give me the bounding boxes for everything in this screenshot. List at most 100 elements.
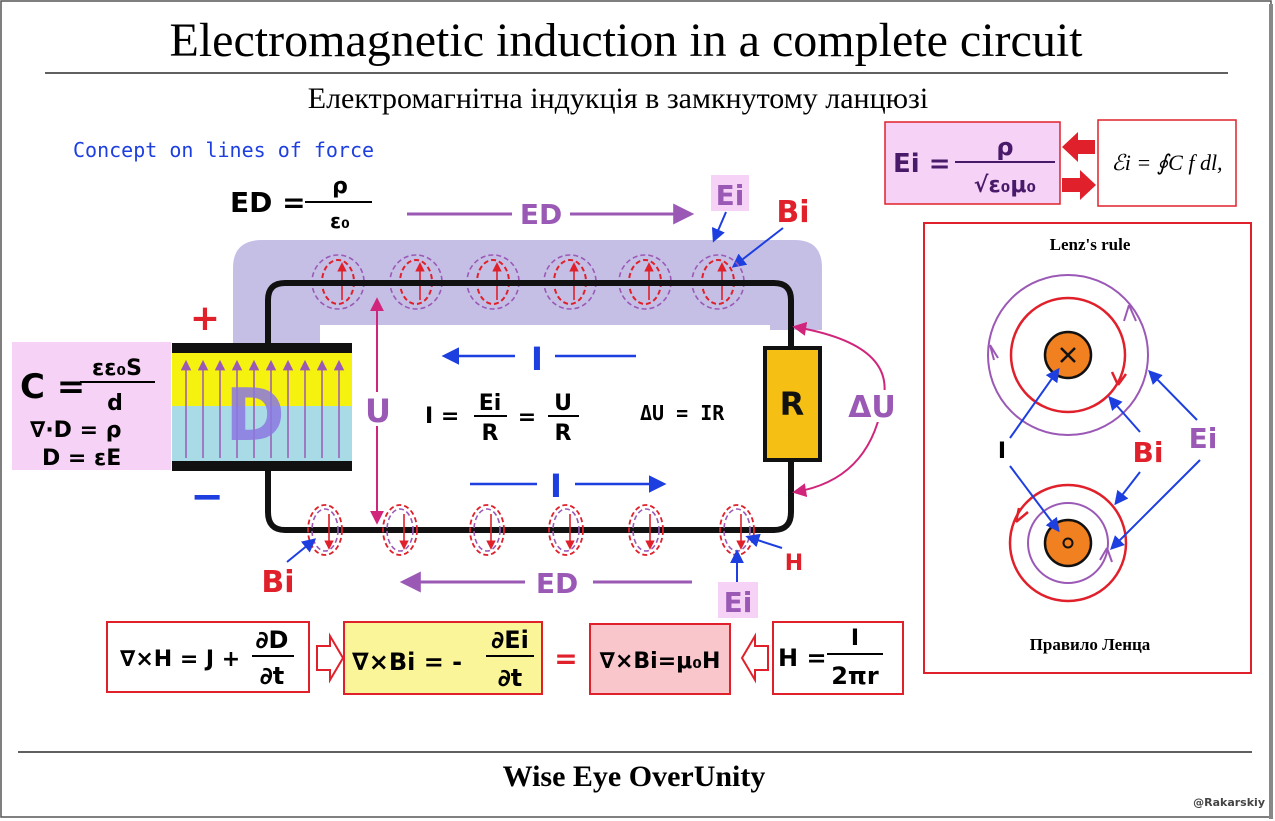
lenz-title: Lenz's rule (1050, 235, 1131, 254)
curl-h-denominator: ∂t (260, 662, 285, 690)
circuit-wire-top (265, 280, 794, 348)
ed-bottom-label: ED (536, 567, 578, 600)
lenz-ei-pointer-bottom (1110, 459, 1201, 550)
lenz-i-pointer-bottom (1009, 465, 1060, 533)
equals-sign: = (554, 642, 577, 675)
lenz-ei-arrow-bottom (1099, 547, 1113, 563)
lenz-bi-arrow-bottom (1014, 507, 1029, 523)
ei-bottom-label-bg (718, 582, 758, 618)
ohm-equals: = (518, 405, 536, 430)
curl-b-mu-box (589, 623, 731, 695)
ei-denominator: √ε₀μ₀ (974, 173, 1036, 198)
equivalence-arrows (1062, 132, 1096, 200)
ei-top-label-bg (711, 175, 749, 211)
d-eq-formula: D = εE (42, 446, 121, 471)
h-lhs: H = (778, 644, 827, 672)
arrow-right-icon (1062, 170, 1096, 200)
page-subtitle: Електромагнітна індукція в замкнутому ла… (308, 82, 928, 115)
integral-frame (1097, 119, 1237, 207)
lenz-rule-panel: Lenz's rule I Bi Ei Правило Ленца (923, 222, 1252, 674)
cap-lhs: C = (20, 367, 85, 407)
capacitor: D (172, 343, 352, 471)
h-numerator: I (851, 626, 859, 651)
u-label-bg (360, 392, 396, 426)
ei-formula-box: Ei = ρ √ε₀μ₀ (884, 121, 1061, 205)
curl-h-numerator: ∂D (256, 626, 289, 654)
cap-numerator: εε₀S (92, 356, 142, 381)
swirl-bottom-2 (382, 504, 418, 556)
h-label: H (785, 551, 803, 576)
concept-label: Concept on lines of force (73, 138, 374, 162)
ohm-numerator-1: Ei (479, 391, 502, 416)
ed-denominator: ε₀ (330, 209, 350, 233)
page-title: Electromagnetic induction in a complete … (170, 14, 1084, 67)
lenz-i-pointer-top (1009, 367, 1060, 439)
h-formula-box (772, 621, 904, 695)
lenz-i-label: I (998, 439, 1006, 464)
ed-formula: ED = ρ ε₀ (230, 174, 372, 233)
implies-right-icon (316, 632, 345, 684)
ed-lhs: ED = (230, 186, 306, 219)
cross-icon (1060, 347, 1076, 363)
current-bottom-label: I (550, 467, 562, 505)
current-top-label: I (531, 340, 543, 378)
u-label: U (365, 392, 391, 430)
curl-b-box (343, 621, 543, 695)
lenz-subtitle: Правило Ленца (1030, 635, 1151, 654)
footer-text: Wise Eye OverUnity (503, 760, 766, 793)
swirl-bottom-4 (548, 504, 584, 556)
delta-u-label: ΔU (848, 390, 896, 425)
ed-numerator: ρ (332, 174, 348, 199)
plus-sign: + (190, 298, 220, 339)
capacitance-formula-box: C = εε₀S d ∇·D = ρ D = εE (12, 342, 171, 471)
resistor-label: R (780, 385, 805, 423)
dot-icon (1062, 537, 1074, 549)
lenz-ei-pointer-top (1148, 369, 1198, 421)
curl-b-mu-formula: ∇×Bi=μ₀H (600, 649, 721, 674)
capacitor-d-label: D (225, 373, 285, 457)
curl-b-numerator: ∂Ei (491, 626, 529, 654)
cap-denominator: d (107, 391, 123, 416)
ei-top-label: Ei (716, 179, 745, 212)
delta-u-formula: ΔU = IR (640, 401, 725, 425)
lenz-bi-pointer-bottom (1114, 471, 1141, 506)
swirl-bottom-5 (628, 504, 664, 556)
lenz-ei-loop-bottom (1027, 502, 1109, 584)
ed-top-label: ED (520, 198, 562, 231)
arrow-left-icon (1062, 132, 1095, 162)
lenz-conductor-bottom (1043, 518, 1093, 568)
circuit-wire-bottom (265, 460, 794, 533)
capacitor-top-plate (172, 343, 352, 353)
lenz-bi-loop-bottom (1008, 483, 1128, 603)
ei-numerator: ρ (996, 133, 1013, 161)
curl-b-denominator: ∂t (498, 664, 523, 692)
lenz-bi-label: Bi (1133, 436, 1164, 469)
ohm-formula: I = Ei R = U R (425, 391, 579, 446)
integral-formula: ℰi = ∮C f dl, (1111, 150, 1222, 175)
curl-b-lhs: ∇×Bi = - (352, 648, 462, 676)
lenz-ei-arrow-top-r (1123, 304, 1137, 322)
h-denominator: 2πr (831, 662, 879, 690)
bi-bottom-pointer (286, 538, 317, 563)
ei-bottom-label: Ei (724, 586, 753, 619)
delta-u-label-bg (846, 390, 898, 422)
lenz-bi-pointer-top (1108, 395, 1141, 433)
curl-h-lhs: ∇×H = J + (120, 647, 240, 672)
ohm-denominator-2: R (555, 421, 572, 446)
capacitor-bottom-plate (172, 461, 352, 471)
lenz-ei-loop-top (987, 274, 1149, 436)
lenz-ei-arrow-top-l (989, 344, 999, 361)
ohm-numerator-2: U (554, 391, 572, 416)
lenz-bi-loop-top (1009, 296, 1127, 414)
lenz-ei-label: Ei (1189, 422, 1218, 455)
div-d-formula: ∇·D = ρ (30, 418, 121, 443)
minus-sign: − (190, 474, 224, 520)
implies-left-icon (740, 632, 769, 684)
bi-top-label: Bi (776, 195, 809, 230)
capacitor-field-lines (180, 359, 345, 458)
capacitance-box (12, 342, 171, 470)
bi-top-pointer (731, 227, 784, 268)
ohm-denominator-1: R (482, 421, 499, 446)
ei-lhs: Ei = (893, 149, 951, 179)
